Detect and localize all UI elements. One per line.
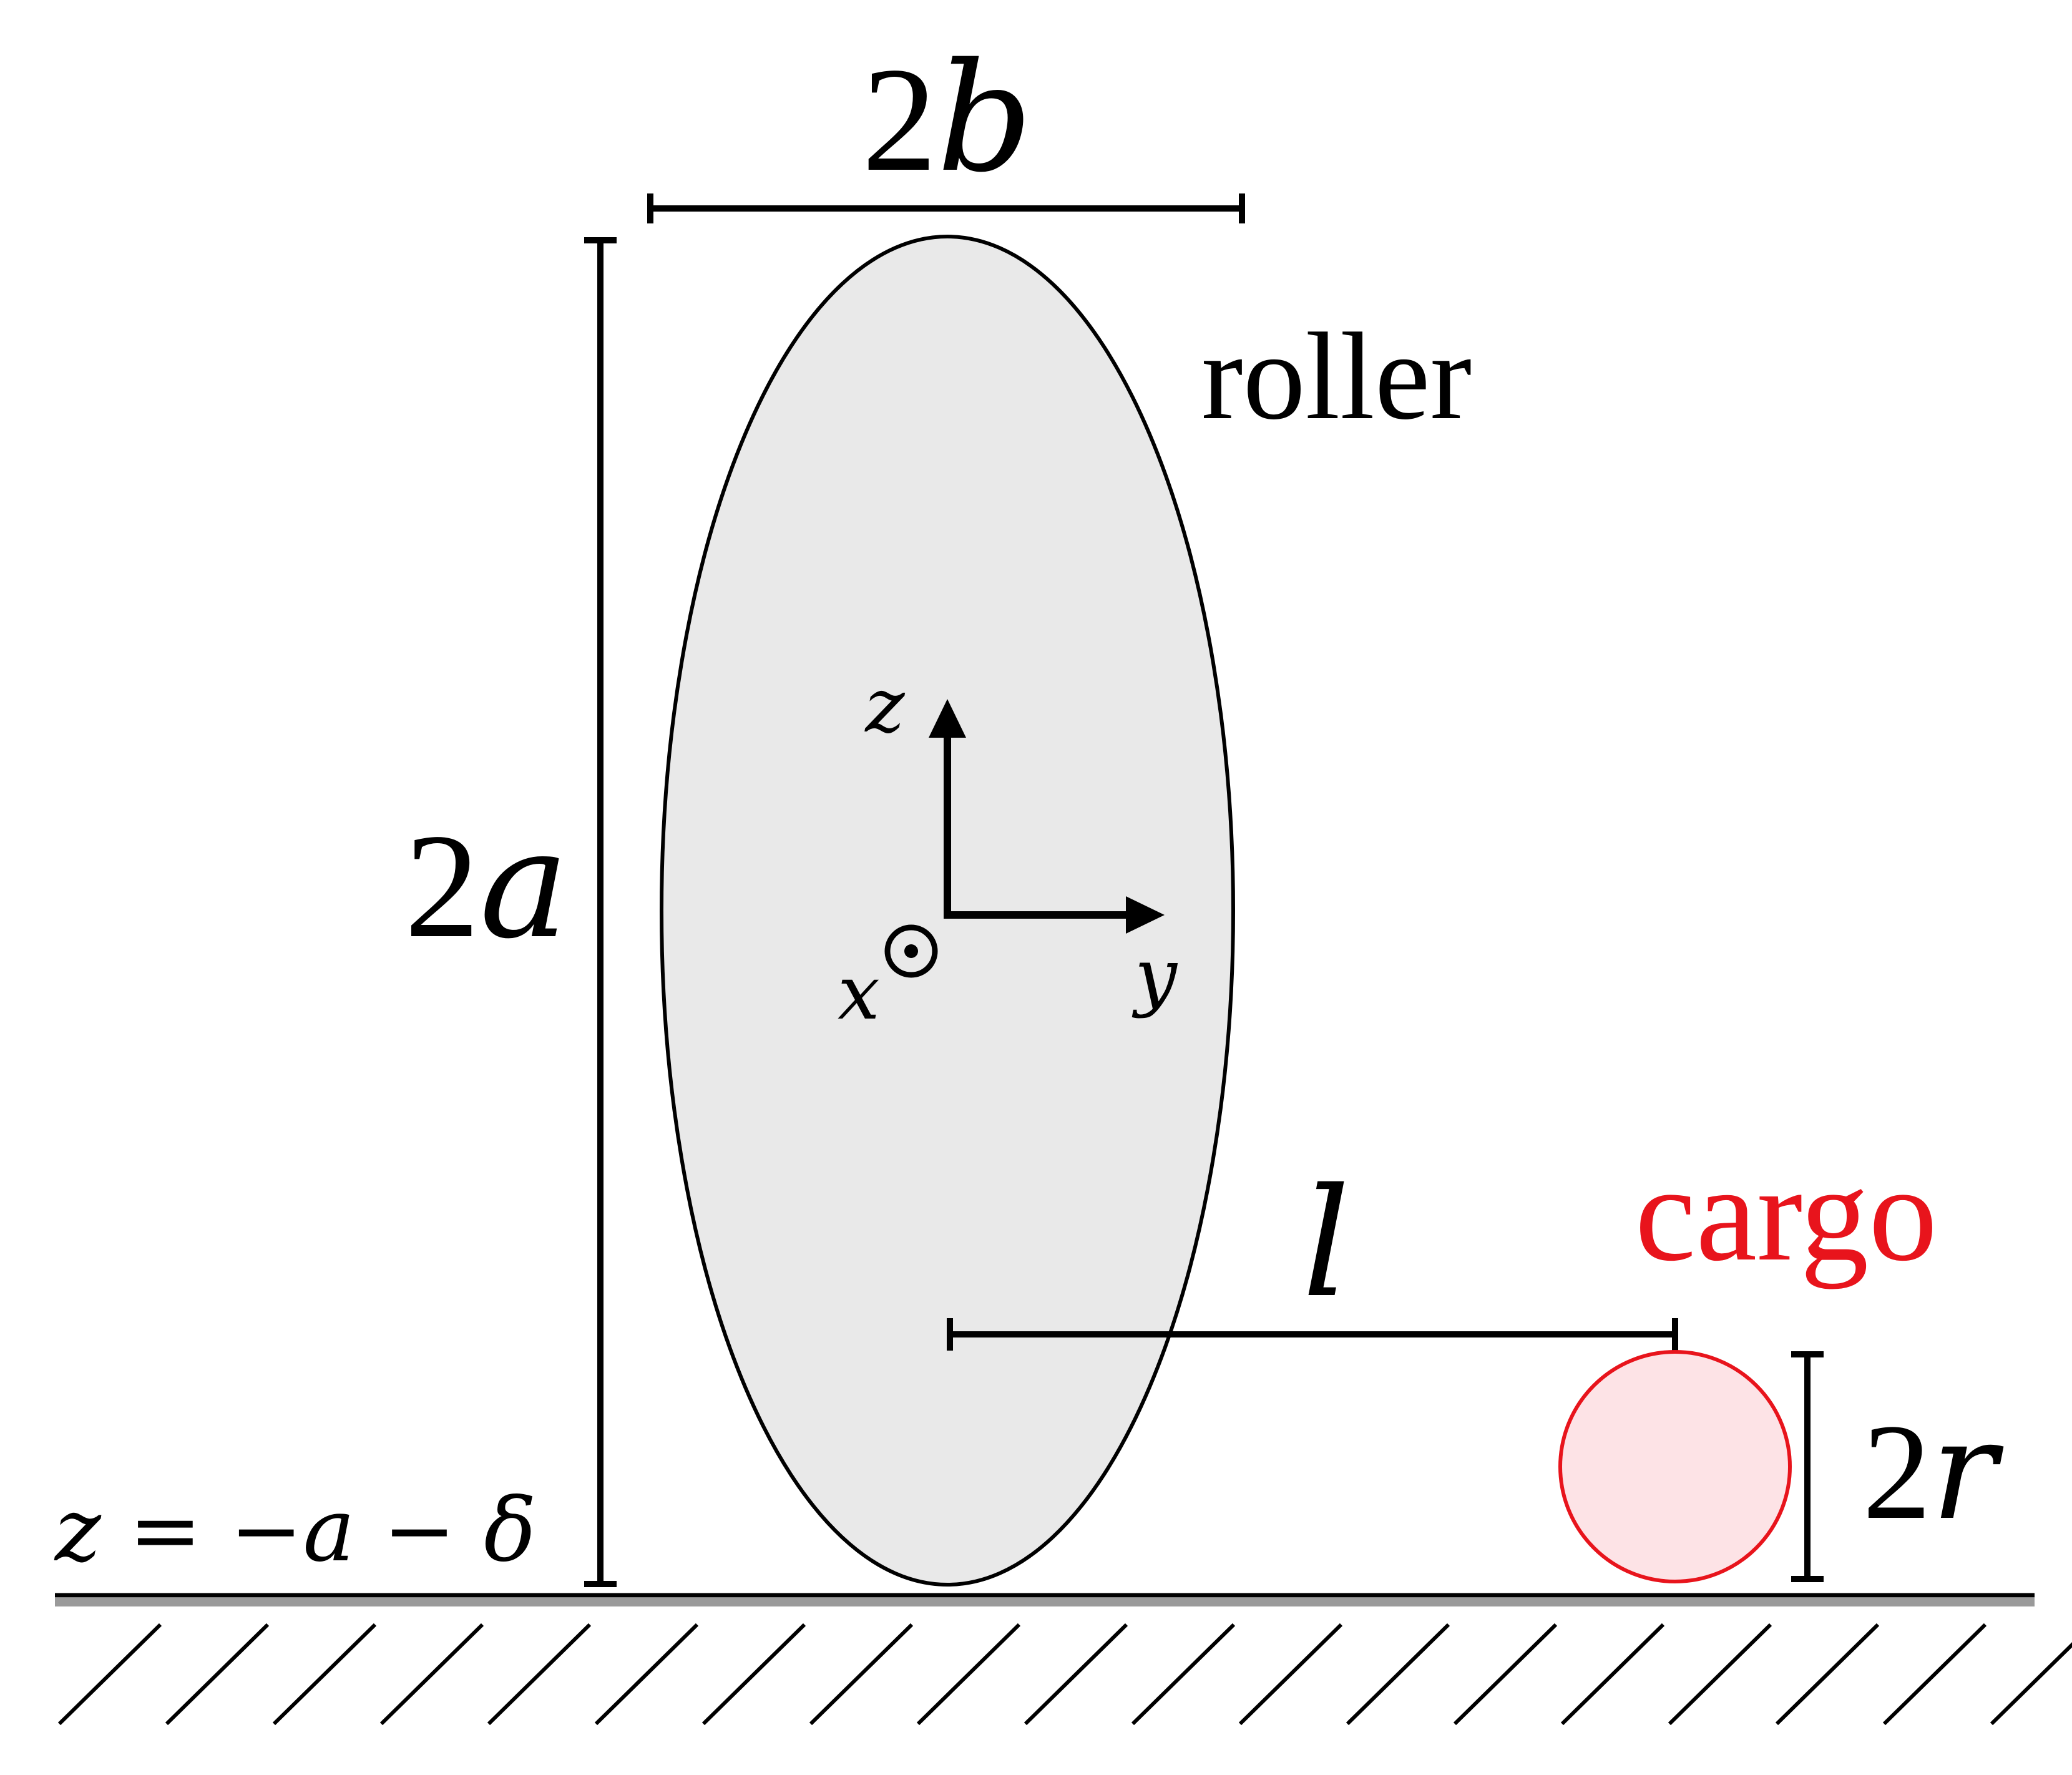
cargo-label: cargo xyxy=(1635,1137,1938,1289)
height-label-variable: a xyxy=(479,797,569,972)
width-dimension xyxy=(647,193,1245,223)
hatch-line xyxy=(487,1623,592,1726)
coordinate-axes xyxy=(884,699,1165,978)
hatch-line xyxy=(165,1623,270,1726)
height-label-number: 2 xyxy=(404,803,479,969)
cargo-diameter-number: 2 xyxy=(1862,1396,1931,1548)
hatch-line xyxy=(809,1623,914,1726)
ground xyxy=(55,1593,2072,1726)
cargo-diameter-label: 2r xyxy=(1862,1391,2004,1550)
height-label: 2a xyxy=(404,797,569,972)
x-axis-label: x xyxy=(838,950,880,1037)
cargo-diameter-dimension xyxy=(1791,1351,1824,1582)
distance-dimension xyxy=(947,1318,1678,1351)
hatch-line xyxy=(379,1623,484,1726)
hatch-line xyxy=(1238,1623,1343,1726)
width-label-number: 2 xyxy=(862,36,937,202)
hatch-line xyxy=(594,1623,699,1726)
hatch-line xyxy=(1131,1623,1236,1726)
height-dimension xyxy=(584,237,617,1587)
z-axis-arrowhead xyxy=(929,699,966,738)
hatch-line xyxy=(701,1623,806,1726)
width-label: 2b xyxy=(862,31,1033,205)
hatch-line xyxy=(1668,1623,1772,1726)
hatch-line xyxy=(57,1623,162,1726)
hatch-line xyxy=(1346,1623,1450,1726)
cargo-diameter-variable: r xyxy=(1931,1391,2004,1550)
x-axis-out-of-page-icon xyxy=(884,924,938,978)
hatch-line xyxy=(1453,1623,1558,1726)
hatch-line xyxy=(1775,1623,1880,1726)
hatch-line xyxy=(1882,1623,1987,1726)
cargo-circle xyxy=(1558,1350,1792,1583)
hatch-line xyxy=(916,1623,1021,1726)
ground-equation: z = −a − δ xyxy=(54,1480,536,1582)
y-axis-label: y xyxy=(1131,933,1178,1020)
width-label-variable: b xyxy=(937,31,1033,205)
ground-hatching xyxy=(57,1623,2072,1726)
hatch-line xyxy=(272,1623,377,1726)
hatch-line xyxy=(1560,1623,1665,1726)
hatch-line xyxy=(1990,1642,2072,1726)
roller-label: roller xyxy=(1201,308,1472,446)
y-axis-arrowhead xyxy=(1126,896,1165,934)
hatch-line xyxy=(1024,1623,1128,1726)
distance-label: l xyxy=(1302,1156,1351,1331)
z-axis-label: z xyxy=(864,663,905,750)
